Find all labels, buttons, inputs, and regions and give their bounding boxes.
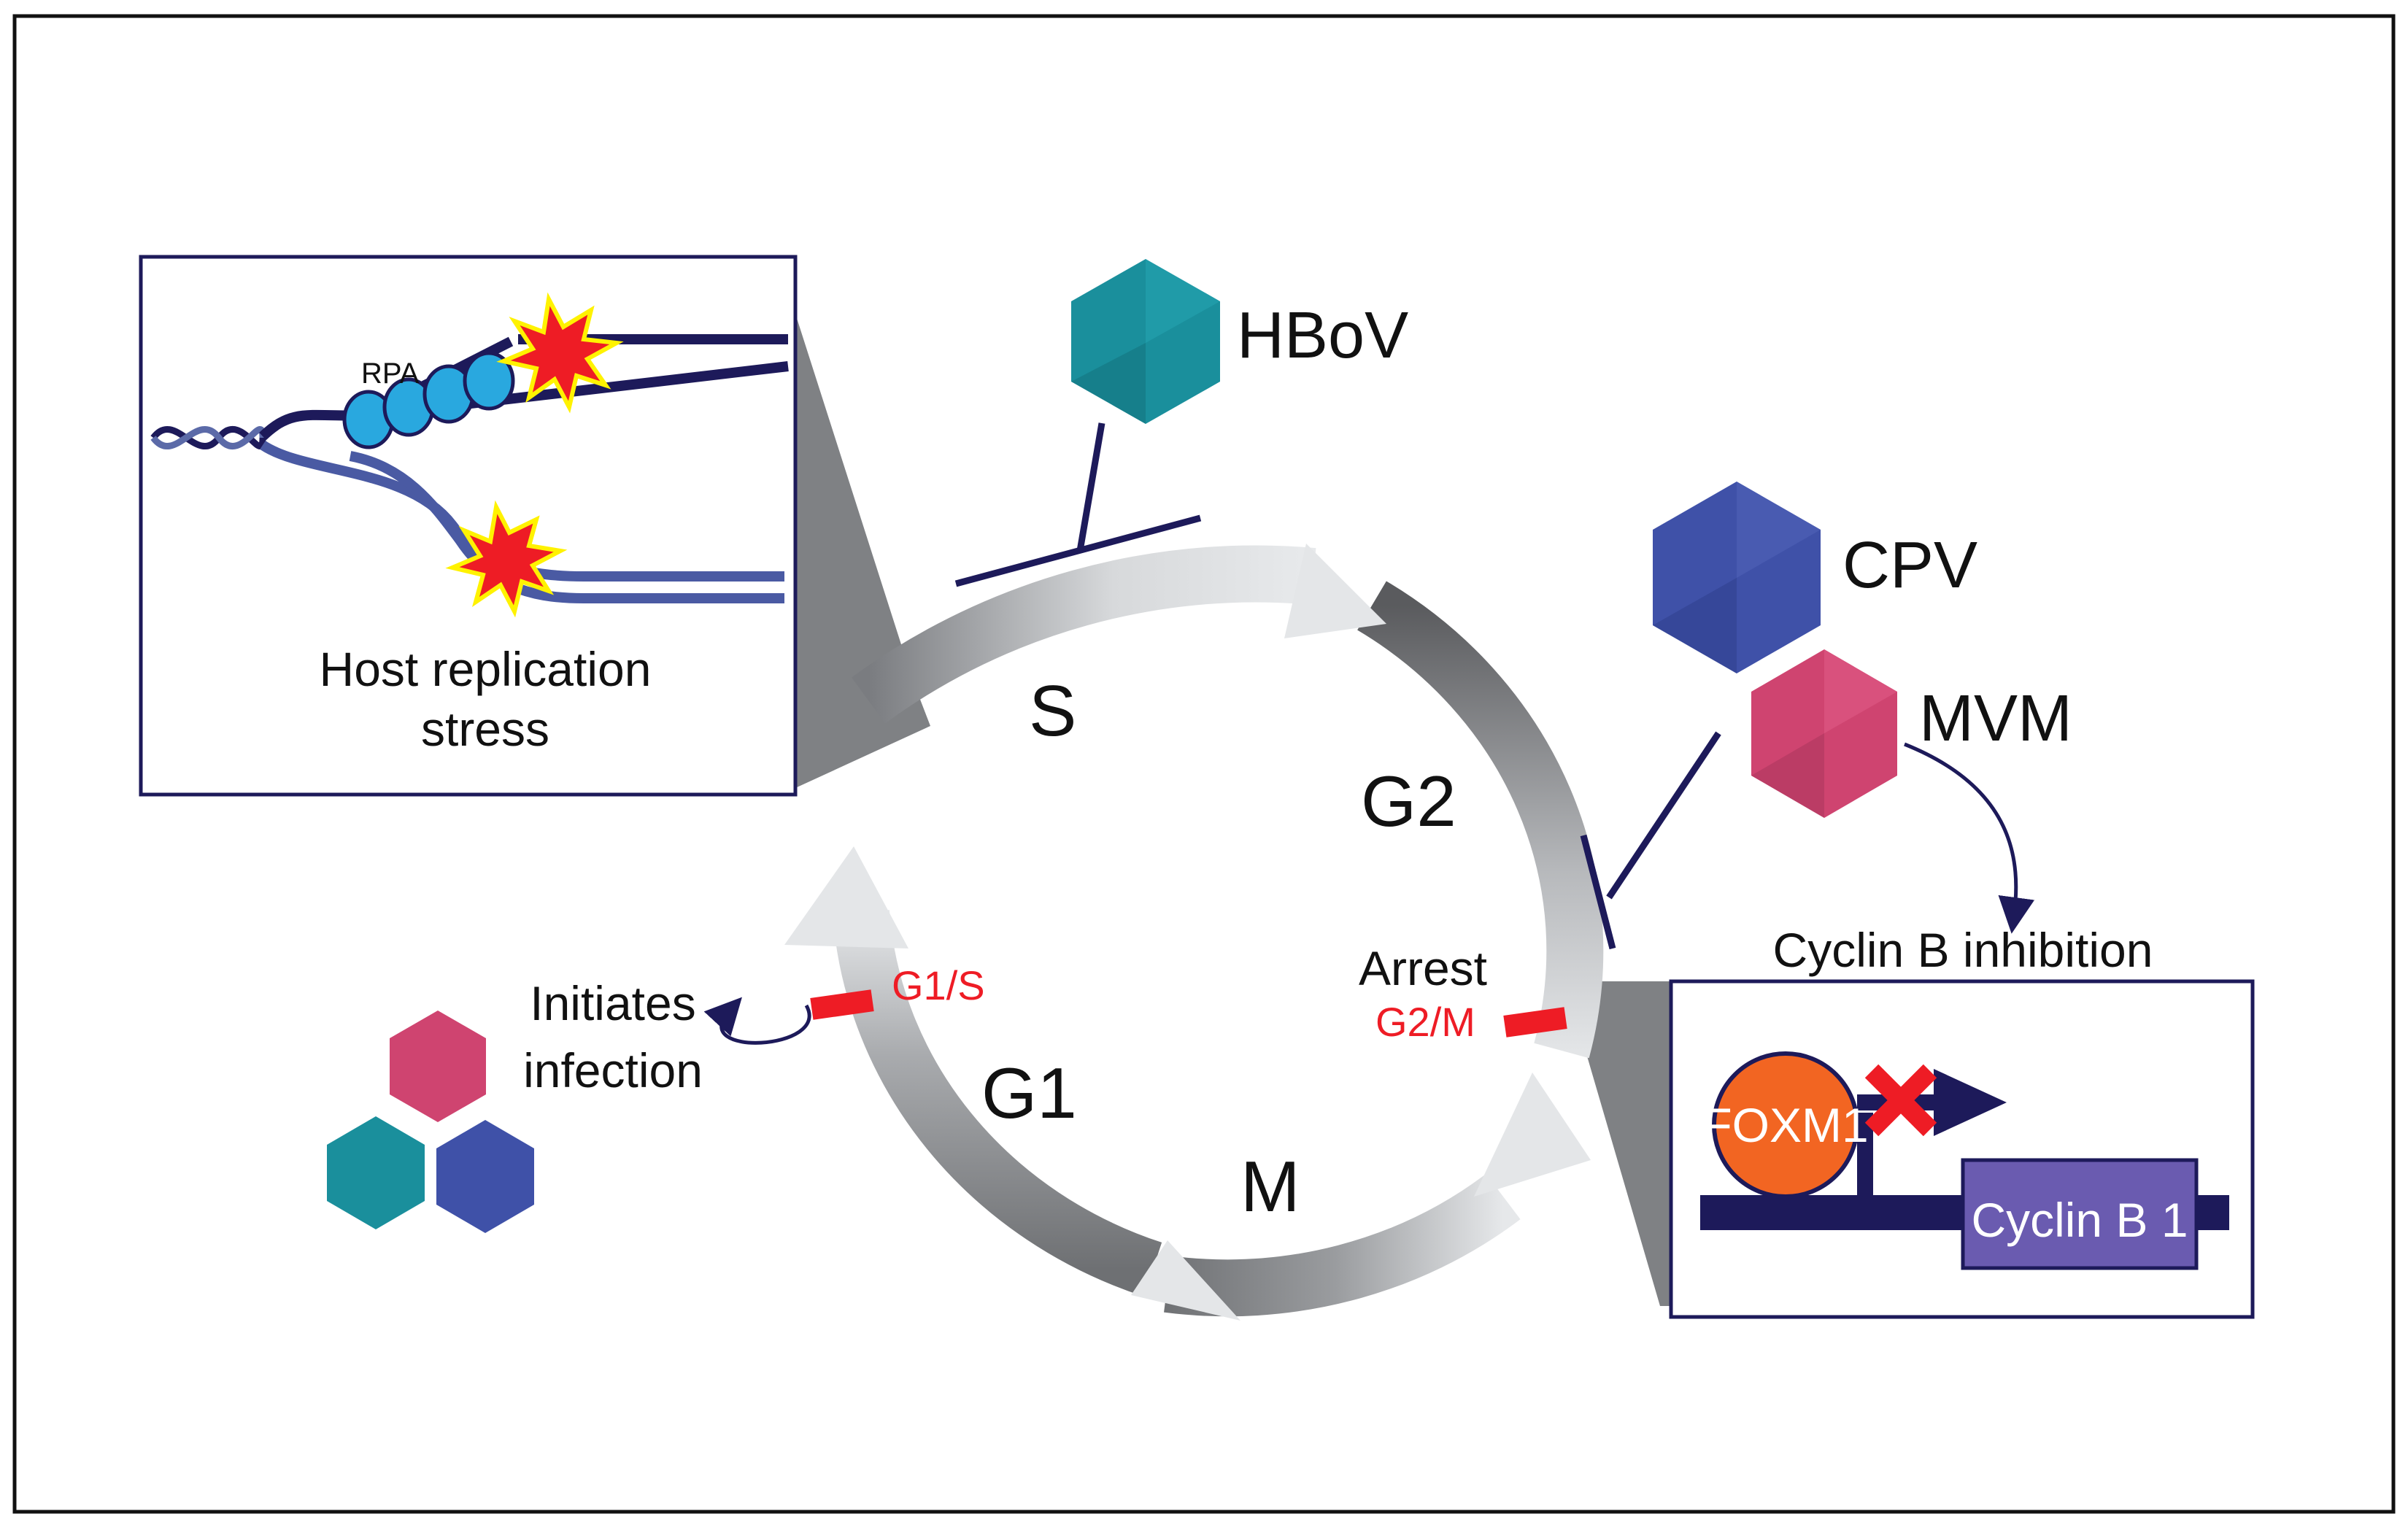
arrowhead-g2-to-m [1474,1073,1591,1197]
hbov-inhibitor-bar [954,514,1202,587]
cyclin-b1-gene-box [1961,1158,2199,1270]
phase-label-m: M [1240,1146,1300,1226]
dna-damage-burst-icon [496,292,624,414]
infection-label-line2: infection [523,1043,703,1097]
inset-replication-frame [139,255,798,797]
hbov-label: HBoV [1237,299,1408,372]
arrowhead-s-to-g2 [1284,544,1386,638]
foxm1-protein [1712,1051,1859,1199]
mvm-small-icon [390,1011,486,1122]
mvm-label: MVM [1919,682,2072,755]
infection-curve-arrow [703,997,811,1045]
ring-segment-s [851,545,1316,724]
replication-caption-line2: stress [421,702,549,756]
checkpoint-label-g1s: G1/S [892,962,985,1008]
cpv-mvm-inhibitor-bar [1580,834,1616,950]
hbov-inhibitor-stem [1076,422,1105,552]
transcription-arrow-icon [1934,1069,2007,1136]
cpv-label: CPV [1842,529,1977,602]
checkpoint-marker-g2m [1503,1007,1567,1038]
hbov-small-icon [327,1116,425,1229]
phase-label-g1: G1 [981,1053,1077,1133]
promoter-stem [1857,1113,1873,1200]
block-x-icon [1864,1064,1937,1137]
mvm-virus [1751,649,1897,818]
replication-caption-line1: Host replication [320,642,652,696]
phase-label-s: S [1029,671,1076,751]
mvm-to-cyclin-curve-arrow [1904,742,2035,934]
cyclin-b1-label: Cyclin B 1 [1971,1193,2188,1247]
figure-border [12,14,2396,1514]
checkpoint-label-g2m: G2/M [1375,999,1475,1045]
zoom-wedge-right [1565,981,1671,1306]
rpa-label: RPA [361,358,420,390]
zoom-wedge-left [795,314,930,788]
ring-segment-g2 [1357,581,1604,1059]
cyclin-inhibition-title: Cyclin B inhibition [1773,923,2153,977]
dna-damage-burst-icon-2 [445,500,568,618]
ring-segment-g1 [833,910,1162,1297]
cpv-small-icon [436,1120,534,1233]
phase-label-g2: G2 [1361,761,1456,841]
dna-helix-icon [150,425,266,450]
foxm1-label: FOXM1 [1702,1098,1868,1152]
hbov-virus [1071,259,1220,424]
infection-label-line1: Initiates [530,976,695,1030]
inset-replication-stress: RPA Host replication stress [139,255,798,797]
checkpoint-marker-g1s [810,989,874,1020]
cell-cycle-ring [784,544,1604,1321]
ring-segment-m [1164,1173,1521,1317]
arrowhead-g1-to-s [784,846,908,948]
arrowhead-m-to-g1 [1131,1240,1240,1321]
virus-cluster [327,1011,534,1233]
cpv-mvm-inhibitor-stem [1606,731,1721,900]
arrest-label: Arrest [1359,941,1487,995]
rpa-protein-beads [342,351,515,449]
cpv-virus [1653,482,1821,673]
inset-cyclin-inhibition: FOXM1 Cyclin B 1 [1669,979,2255,1319]
